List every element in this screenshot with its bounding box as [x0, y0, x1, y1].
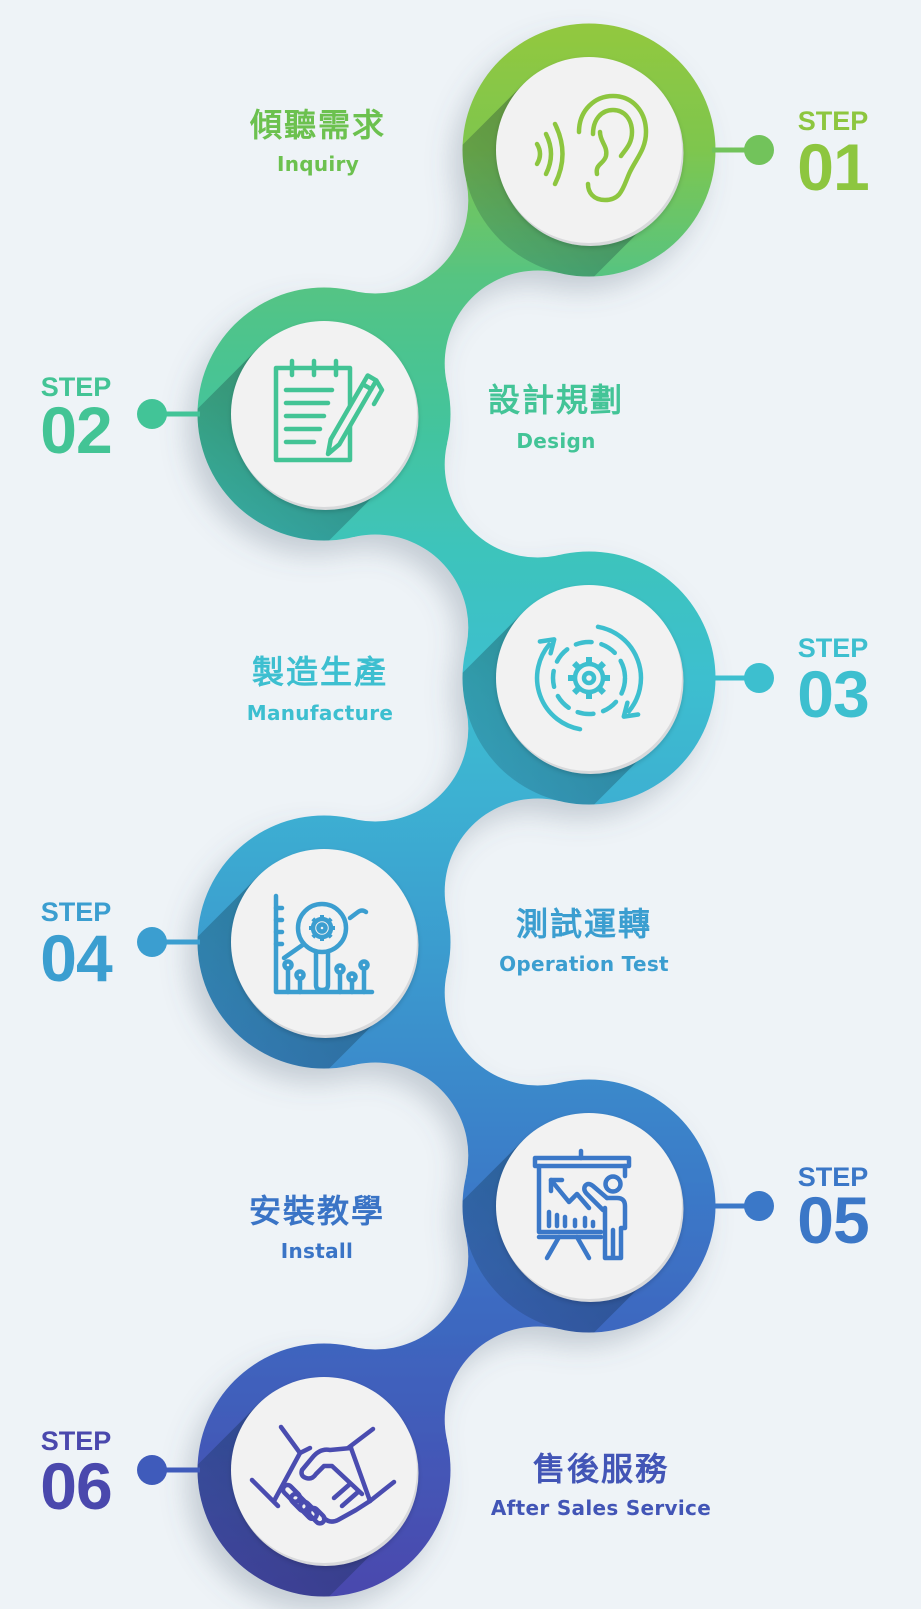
step-03-title-en: Manufacture [246, 701, 394, 725]
gear-cycle-icon [534, 624, 644, 732]
step-06-dot [137, 1455, 167, 1485]
step-04-dot [137, 927, 167, 957]
step-01-dot [744, 135, 774, 165]
step-03-number: 03 [797, 657, 869, 731]
step-05-title-zh: 安裝教學 [248, 1192, 385, 1230]
step-04-title-zh: 測試運轉 [515, 905, 652, 943]
chart-gear-inspection-icon [273, 893, 375, 995]
step-02-dot [137, 399, 167, 429]
step-04-connector [137, 927, 200, 957]
step-06-number: 06 [40, 1449, 112, 1523]
step-01-title-en: Inquiry [276, 152, 360, 176]
step-05-connector [712, 1191, 774, 1221]
step-01-title-zh: 傾聽需求 [249, 106, 386, 144]
step-03-connector [712, 663, 774, 693]
step-01-label: STEP [797, 106, 869, 136]
step-02-title-zh: 設計規劃 [487, 381, 624, 419]
notepad-pencil-icon [273, 358, 385, 463]
step-04-label: STEP [40, 897, 112, 927]
step-02-title-en: Design [516, 429, 596, 453]
step-06-title-zh: 售後服務 [532, 1450, 669, 1488]
step-03-label: STEP [797, 633, 869, 663]
step-04-number: 04 [40, 921, 112, 995]
step-05-label: STEP [797, 1162, 869, 1192]
step-02-connector [137, 399, 200, 429]
step-02-number: 02 [40, 393, 112, 467]
step-05-title-en: Install [280, 1239, 354, 1263]
ear-icon [534, 93, 649, 203]
step-06-connector [137, 1455, 200, 1485]
step-03-title-zh: 製造生產 [251, 653, 388, 691]
step-05-number: 05 [797, 1183, 869, 1257]
step-04-title-en: Operation Test [499, 952, 669, 976]
presentation-board-icon [532, 1148, 632, 1261]
step-06-label: STEP [40, 1426, 112, 1456]
step-02-label: STEP [40, 372, 112, 402]
step-03-dot [744, 663, 774, 693]
step-05-dot [744, 1191, 774, 1221]
step-06-title-en: After Sales Service [490, 1496, 712, 1520]
step-01-number: 01 [797, 130, 869, 204]
step-01-connector [712, 135, 774, 165]
handshake-icon [249, 1424, 397, 1526]
